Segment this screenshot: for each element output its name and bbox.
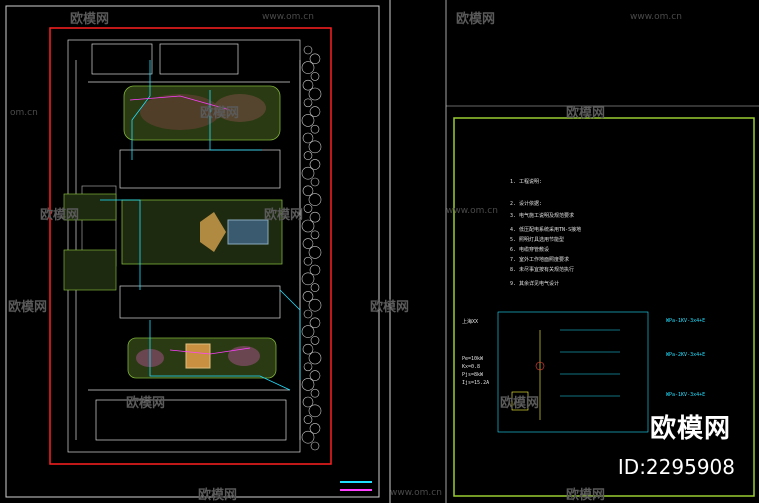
watermark-brand: 欧模网 xyxy=(264,208,304,223)
tree-symbol xyxy=(308,246,322,259)
tree-symbol xyxy=(301,378,315,391)
watermark-url: www.om.cn xyxy=(630,12,682,22)
tree-symbol xyxy=(303,256,313,266)
plan-red-boundary xyxy=(49,27,332,465)
tree-symbol xyxy=(301,430,315,444)
tree-symbol xyxy=(309,53,321,65)
tree-symbol xyxy=(301,272,315,286)
tree-symbol xyxy=(301,219,315,233)
tree-symbol xyxy=(309,159,321,170)
tree-symbol xyxy=(302,343,314,355)
tree-symbol xyxy=(310,177,320,187)
tree-symbol xyxy=(310,283,320,292)
param-label: Pjs=8kW xyxy=(462,372,484,378)
watermark-brand: 欧模网 xyxy=(456,12,496,27)
tree-symbol xyxy=(308,404,322,418)
tree-symbol xyxy=(302,79,314,91)
trees-east-edge xyxy=(301,45,322,451)
tree-symbol xyxy=(309,423,321,434)
tree-symbol xyxy=(310,336,320,345)
tree-symbol xyxy=(309,211,321,223)
landscape-green xyxy=(63,85,283,379)
watermark-brand: 欧模网 xyxy=(200,106,240,121)
panel-label: 上海XX xyxy=(462,319,479,325)
tree-symbol xyxy=(302,132,314,144)
tree-symbol xyxy=(310,230,320,240)
watermark-brand: 欧模网 xyxy=(198,488,238,503)
note-line: 6. 电缆穿管敷设 xyxy=(510,247,550,253)
watermark-brand: 欧模网 xyxy=(566,488,606,503)
note-line: 9. 其余详见电气设计 xyxy=(510,281,560,287)
note-line: 3. 电气施工说明及规范要求 xyxy=(510,213,575,219)
asset-id: ID:2295908 xyxy=(617,455,735,479)
tree-symbol xyxy=(301,166,315,180)
note-line: 5. 照明灯具选用节能型 xyxy=(510,237,565,243)
watermark-brand: 欧模网 xyxy=(40,208,80,223)
watermark-url: om.cn xyxy=(10,108,38,118)
tree-symbol xyxy=(301,114,315,127)
tree-symbol xyxy=(310,441,320,451)
note-line: 8. 未尽事宜按有关规范执行 xyxy=(510,267,575,273)
tree-symbol xyxy=(303,309,313,319)
watermark-url: www.om.cn xyxy=(262,12,314,22)
param-label: Kx=0.8 xyxy=(462,364,481,370)
wiring-cyan xyxy=(100,60,301,391)
tree-symbol xyxy=(302,291,314,302)
note-line: 1. 工程说明: xyxy=(510,179,543,185)
tree-symbol xyxy=(310,124,320,134)
circuit-label: WPa-1KV-3x4+E xyxy=(666,318,706,324)
watermark-brand: 欧模网 xyxy=(566,106,606,121)
distribution-diagram xyxy=(497,311,649,433)
param-label: Ijs=15.2A xyxy=(462,380,490,386)
tree-symbol xyxy=(308,298,322,312)
tree-symbol xyxy=(302,185,314,197)
tree-symbol xyxy=(308,351,322,365)
watermark-brand: 欧模网 xyxy=(70,12,110,27)
tree-symbol xyxy=(303,415,313,424)
tree-symbol xyxy=(303,45,313,55)
tree-symbol xyxy=(309,106,321,117)
plan-sheet-frame xyxy=(5,5,380,498)
tree-symbol xyxy=(308,87,322,101)
note-line: 2. 设计依据: xyxy=(510,201,543,207)
tree-symbol xyxy=(309,317,321,329)
tree-symbol xyxy=(301,61,315,74)
tree-symbol xyxy=(303,98,313,108)
tree-symbol xyxy=(309,370,321,381)
param-label: Pe=10kW xyxy=(462,356,484,362)
watermark-brand: 欧模网 xyxy=(126,396,166,411)
tree-symbol xyxy=(302,238,314,249)
detail-sheet-frame xyxy=(453,117,755,497)
watermark-brand: 欧模网 xyxy=(370,300,410,315)
tree-symbol xyxy=(308,140,322,154)
tree-symbol xyxy=(308,193,322,206)
watermark-brand: 欧模网 xyxy=(8,300,48,315)
tree-symbol xyxy=(310,72,320,81)
tree-symbol xyxy=(310,388,320,398)
wiring-magenta xyxy=(129,95,251,355)
watermark-url: www.om.cn xyxy=(390,488,442,498)
circuit-label: WPa-1KV-3x4+E xyxy=(666,392,706,398)
tree-symbol xyxy=(303,151,313,160)
tree-symbol xyxy=(302,396,314,408)
brand-logo-text: 欧模网 xyxy=(649,414,731,444)
watermark-brand: 欧模网 xyxy=(500,396,540,411)
note-line: 4. 低压配电系统采用TN-S接地 xyxy=(510,227,582,233)
circuit-label: WPa-2KV-3x4+E xyxy=(666,352,706,358)
tree-symbol xyxy=(309,264,321,276)
watermark-url: www.om.cn xyxy=(446,206,498,216)
note-line: 7. 室外工作地面照度要求 xyxy=(510,257,570,263)
tree-symbol xyxy=(303,362,313,372)
tree-symbol xyxy=(303,204,313,213)
tree-symbol xyxy=(301,325,315,338)
